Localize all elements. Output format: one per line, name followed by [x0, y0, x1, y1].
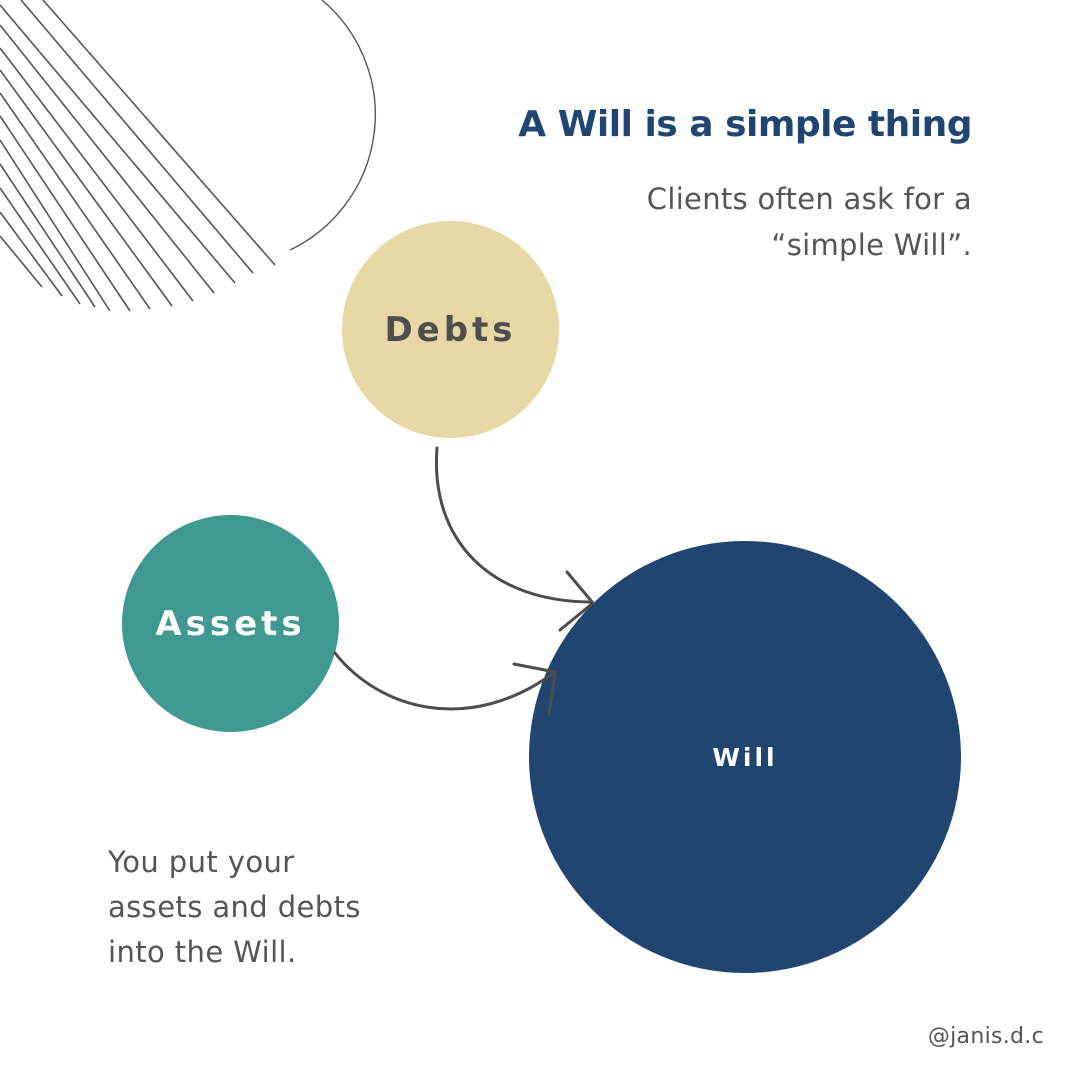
- subtitle: Clients often ask for a “simple Will”.: [552, 176, 972, 268]
- subtitle-line-2: “simple Will”.: [771, 228, 972, 262]
- page-title: A Will is a simple thing: [518, 104, 972, 145]
- author-handle: @janis.d.c: [927, 1024, 1044, 1049]
- will-label: Will: [712, 742, 778, 772]
- explanation-text: You put your assets and debts into the W…: [108, 840, 428, 975]
- assets-label: Assets: [155, 603, 306, 644]
- explanation-line-2: assets and debts: [108, 890, 361, 924]
- debts-label: Debts: [384, 309, 517, 350]
- explanation-line-3: into the Will.: [108, 935, 297, 969]
- debts-circle: Debts: [342, 221, 559, 438]
- subtitle-line-1: Clients often ask for a: [646, 182, 972, 216]
- will-circle: Will: [529, 541, 961, 973]
- explanation-line-1: You put your: [108, 845, 295, 879]
- assets-circle: Assets: [122, 515, 339, 732]
